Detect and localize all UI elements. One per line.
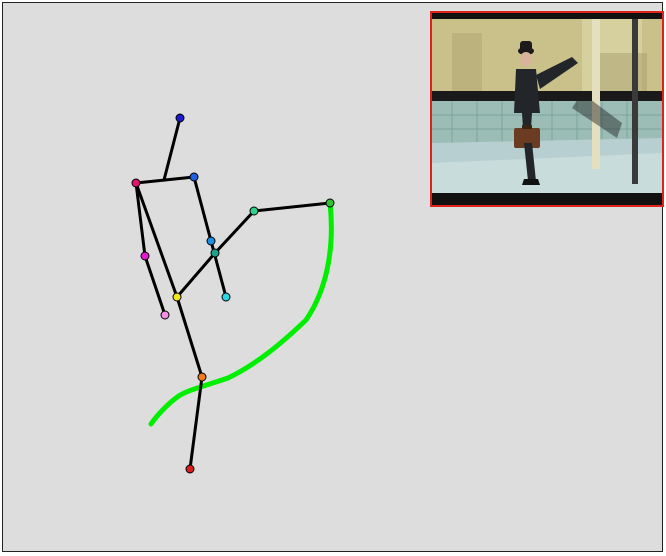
joint-head[interactable]	[176, 114, 184, 122]
joint-left-wrist[interactable]	[161, 311, 169, 319]
video-frame-icon	[432, 13, 662, 205]
bone-pelvis-lower-knee	[177, 297, 202, 377]
joint-pelvis[interactable]	[173, 293, 181, 301]
bone-hip-knee	[215, 211, 254, 253]
joint-lower-knee[interactable]	[198, 373, 206, 381]
motion-trajectory	[151, 203, 331, 424]
joint-right-wrist[interactable]	[222, 293, 230, 301]
joint-left-elbow[interactable]	[141, 252, 149, 260]
bone-knee-foot	[254, 203, 330, 211]
joint-neck[interactable]	[132, 179, 140, 187]
video-thumbnail[interactable]	[430, 11, 664, 207]
joint-right-elbow[interactable]	[207, 237, 215, 245]
bone-pelvis-hip	[177, 253, 215, 297]
joint-right-shoulder[interactable]	[190, 173, 198, 181]
bone-left-elbow-wrist	[145, 256, 165, 315]
joint-hip[interactable]	[211, 249, 219, 257]
bone-head-neck	[164, 118, 180, 180]
bone-shoulder-elbow	[194, 177, 211, 241]
joint-ankle[interactable]	[186, 465, 194, 473]
joint-foot[interactable]	[326, 199, 334, 207]
joint-knee[interactable]	[250, 207, 258, 215]
